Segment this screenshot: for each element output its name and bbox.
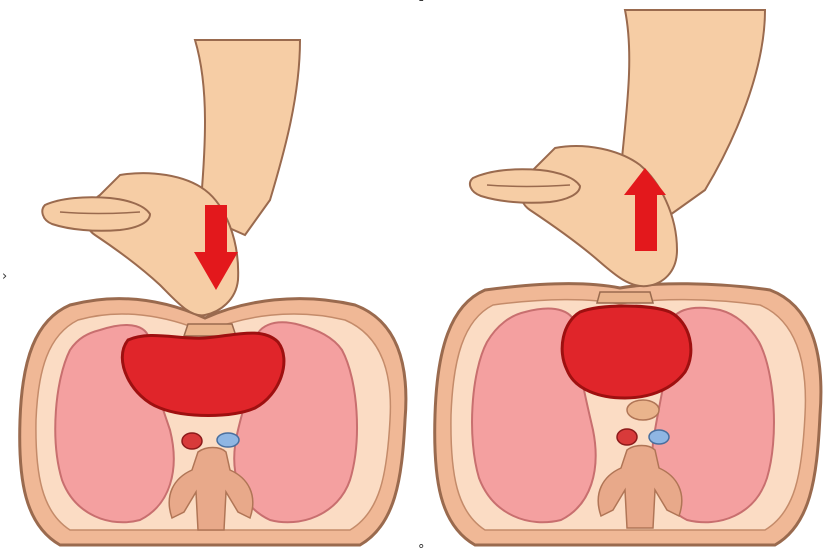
aorta [617,429,637,445]
rescuer-arm [42,40,300,315]
chest-cross-section [20,299,406,545]
crop-mark-bottom: ° [418,544,425,557]
esophagus [627,400,659,420]
aorta [182,433,202,449]
sternum [597,292,653,303]
chest-cross-section [435,284,821,545]
compression-illustration [0,0,415,559]
crop-mark-left: › [2,270,7,283]
rescuer-arm [470,10,765,286]
release-illustration [415,0,830,559]
release-panel [415,0,830,559]
crop-mark-top: ˉ [418,0,425,13]
vena-cava [649,430,669,444]
vena-cava [217,433,239,447]
heart [562,306,691,398]
compression-panel [0,0,415,559]
